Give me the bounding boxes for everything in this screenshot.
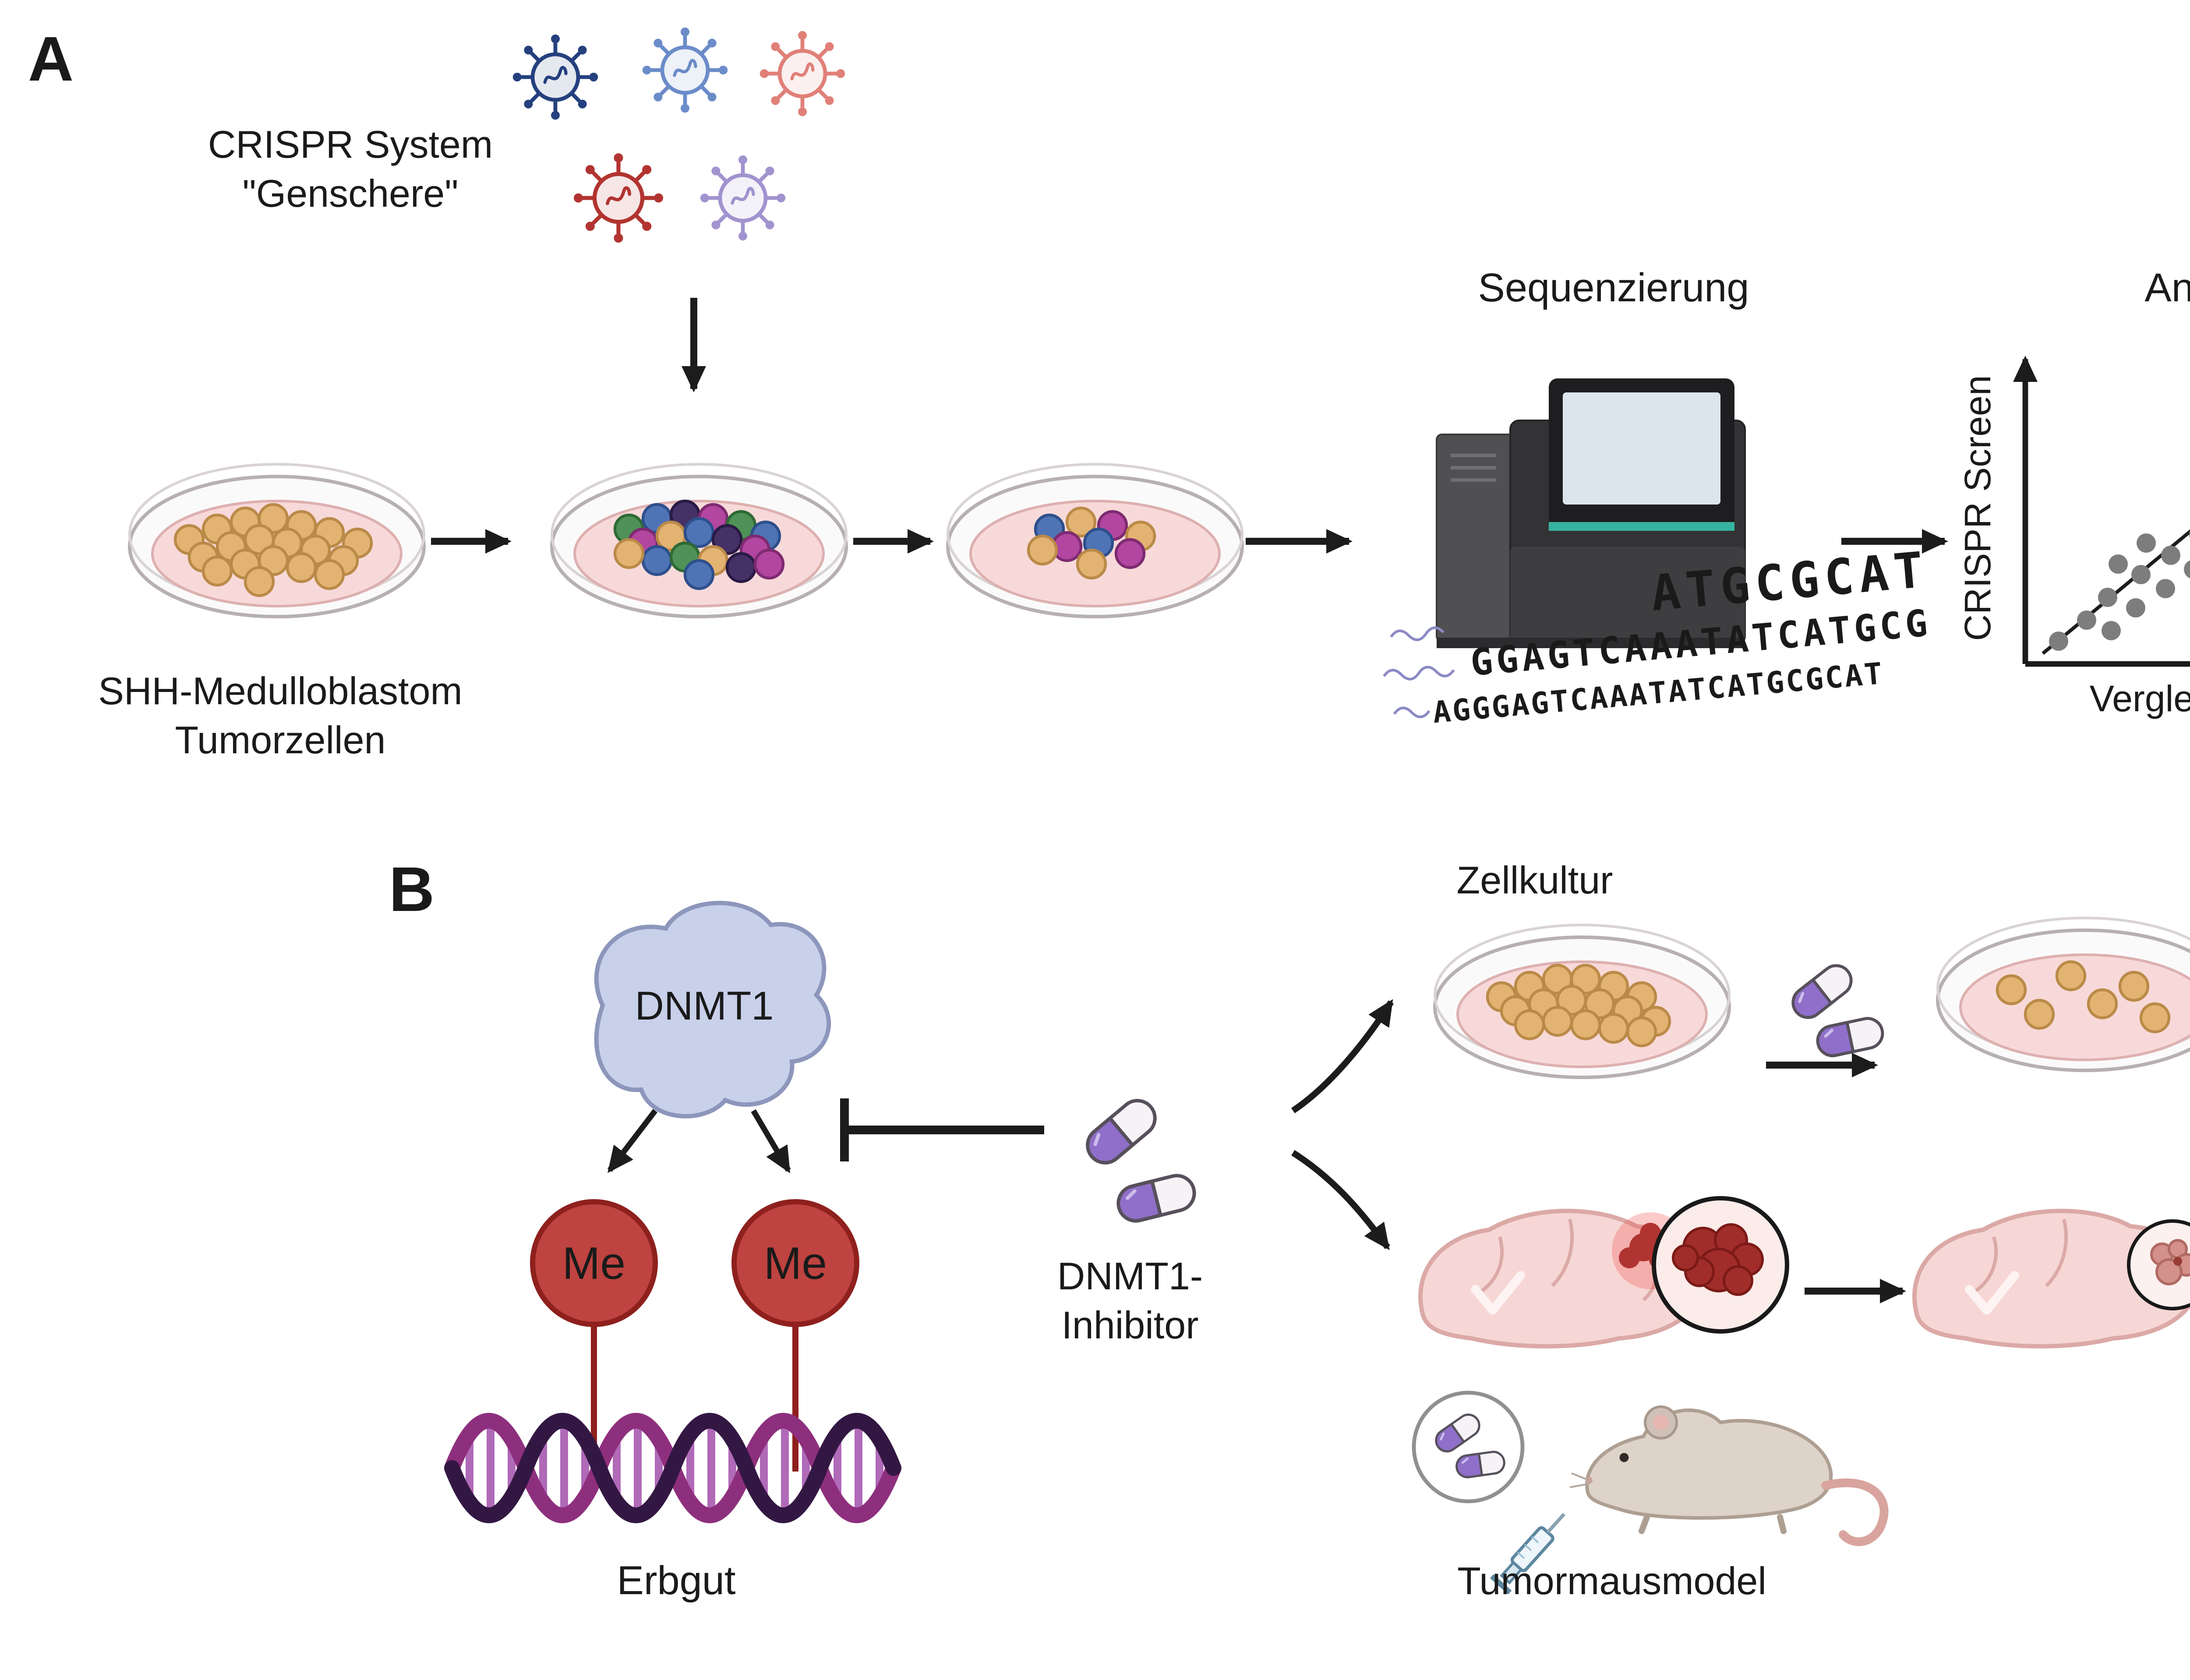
dnmt1-label: DNMT1	[635, 984, 774, 1028]
gray-dots	[2049, 530, 2190, 651]
identity-line	[2042, 529, 2190, 655]
petri-dish-culture-treated	[1936, 917, 2190, 1072]
dnmt1-inhibitor-pills-icon	[1081, 1094, 1198, 1225]
arrow-down-right-icon	[751, 1109, 791, 1173]
tumor-zoom-large	[1612, 1196, 1789, 1334]
mouse-tail	[1821, 1478, 1889, 1546]
inhibition-tbar-icon	[840, 1098, 1044, 1161]
sparse-tan-cells	[1996, 960, 2171, 1034]
me-label: Me	[562, 1238, 625, 1289]
me-label: Me	[764, 1238, 827, 1289]
sparse-mixed-cells	[1027, 506, 1156, 580]
tumor-cells-label-2: Tumorzellen	[175, 718, 386, 762]
arrow-down-left-icon	[607, 1109, 658, 1173]
dna-helix-icon	[444, 1413, 901, 1523]
tan-cells	[1486, 964, 1671, 1048]
pill-icon	[1081, 1094, 1162, 1170]
virus-icon	[700, 155, 785, 240]
methyl-groups: Me Me	[530, 1199, 859, 1482]
dnmt1-enzyme: DNMT1	[594, 901, 831, 1119]
pill-icon	[1115, 1172, 1198, 1225]
scatter-plot: CRISPR Screen Vergleichsprobe	[1957, 356, 2190, 719]
petri-dish-tumor-cells	[128, 463, 426, 618]
crispr-virus-icons	[513, 28, 845, 243]
zellkultur-title: Zellkultur	[1457, 858, 1613, 902]
curved-arrow-down-icon	[1291, 1150, 1390, 1250]
syringe-icon	[1490, 1513, 1566, 1595]
methyl-group-icon	[530, 1199, 658, 1327]
petri-dish-selected	[946, 463, 1244, 618]
inhibitor-label-2: Inhibitor	[1061, 1303, 1198, 1347]
y-axis-label: CRISPR Screen	[1957, 375, 1998, 641]
sequencing-title: Sequenzierung	[1478, 265, 1749, 310]
sequencer-icon	[1436, 378, 1746, 648]
x-axis-label: Vergleichsprobe	[2090, 678, 2190, 719]
mixed-cells	[613, 499, 785, 590]
methyl-group-icon	[731, 1199, 859, 1327]
crispr-system-label-1: CRISPR System	[208, 123, 493, 166]
tumormausmodel-title: Tumormausmodel	[1457, 1559, 1766, 1602]
brain-treated	[1912, 1209, 2190, 1348]
virus-icon	[643, 28, 728, 113]
petri-dish-culture-full	[1433, 924, 1731, 1079]
tumor-zoom-small	[2127, 1219, 2190, 1310]
petri-dish-infected	[550, 463, 848, 618]
erbgut-label: Erbgut	[617, 1558, 735, 1603]
virus-icon	[760, 31, 845, 116]
panel-b-label: B	[389, 854, 434, 925]
treatment-pills-icon	[1787, 960, 1885, 1059]
tumor-cells-label-1: SHH-Medulloblastom	[98, 669, 462, 713]
crispr-system-label-2: "Genschere"	[243, 172, 459, 215]
pill-icon	[1815, 1016, 1885, 1059]
virus-icon	[574, 153, 663, 243]
virus-icon	[513, 35, 598, 120]
inhibitor-label-1: DNMT1-	[1057, 1254, 1203, 1298]
pill-icon	[1787, 960, 1857, 1024]
mouse-icon	[1569, 1405, 1889, 1546]
curved-arrow-up-icon	[1291, 999, 1394, 1113]
tan-cells	[173, 503, 373, 597]
panel-a-label: A	[28, 24, 74, 94]
pill-dose-circle	[1412, 1391, 1525, 1504]
analysis-title: Analyse	[2144, 265, 2190, 310]
